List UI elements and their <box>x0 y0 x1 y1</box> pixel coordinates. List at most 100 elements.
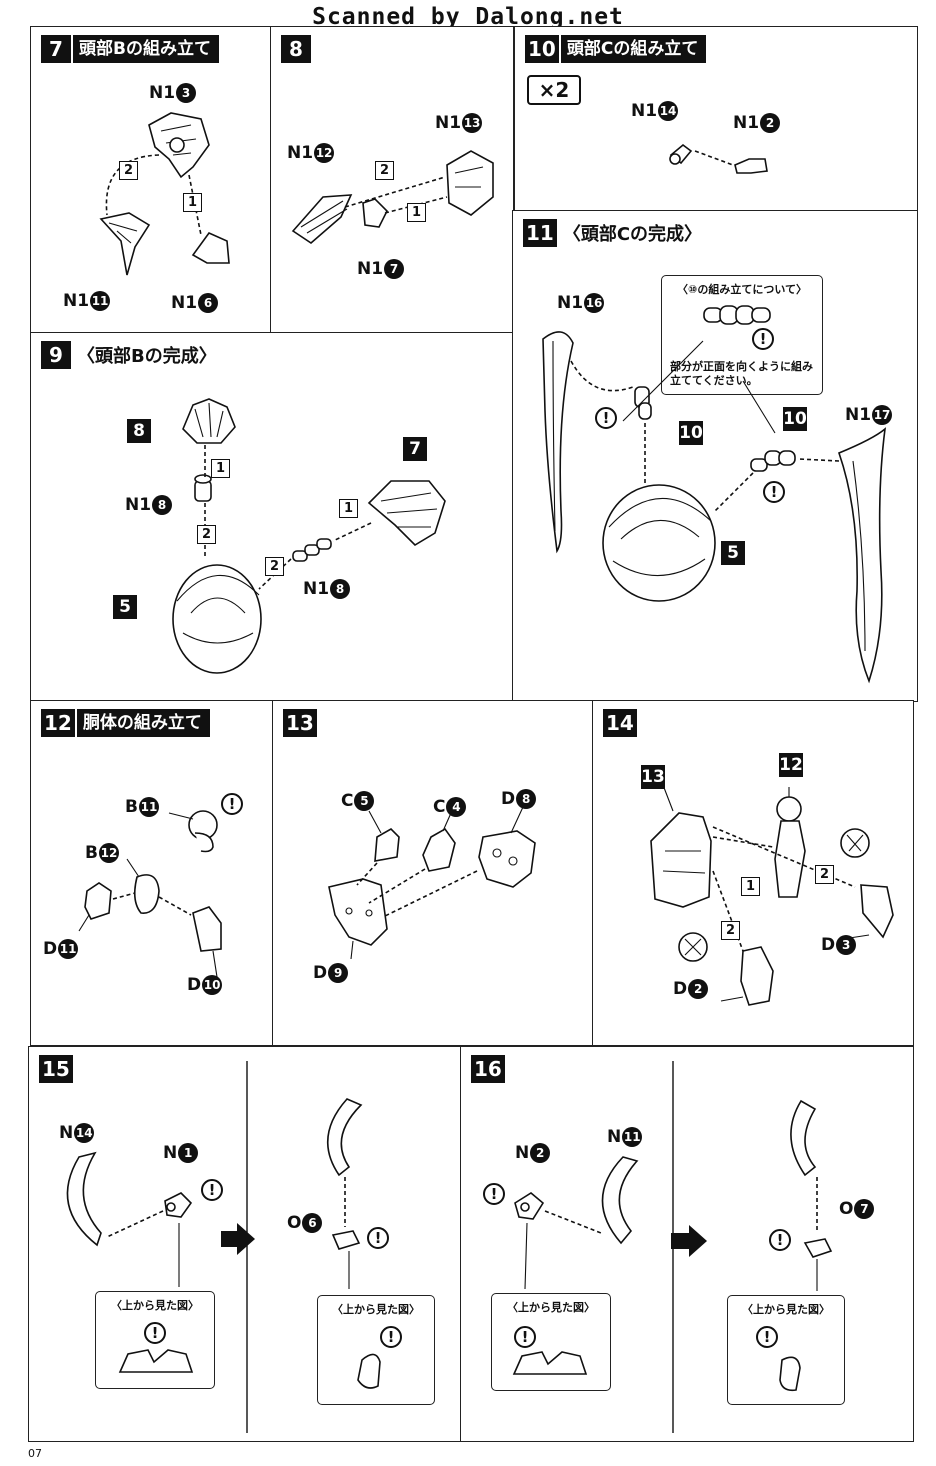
step-13-illustration <box>328 806 536 960</box>
caution-icon: ! <box>752 328 774 350</box>
step-header: 9 〈頭部Bの完成〉 <box>41 341 217 369</box>
reference-step: 13 <box>641 765 665 789</box>
order-mark: 2 <box>815 865 834 884</box>
top-view-label: 〈上から見た図〉 <box>111 1299 199 1312</box>
step-number: 7 <box>41 35 71 63</box>
step-number: 16 <box>471 1055 505 1083</box>
caution-icon: ! <box>144 1322 166 1344</box>
caution-icon: ! <box>769 1229 791 1251</box>
step-number: 15 <box>39 1055 73 1083</box>
order-mark: 2 <box>119 161 138 180</box>
caution-icon: ! <box>201 1179 223 1201</box>
callout-note: 部分が正面を向くように組み立ててください。 <box>670 360 813 387</box>
step-header: 15 <box>39 1055 73 1083</box>
order-mark: 1 <box>183 193 202 212</box>
step-15-illustration <box>66 1061 363 1433</box>
step-14-illustration <box>650 784 894 1006</box>
order-mark: 2 <box>197 525 216 544</box>
step-9-illustration <box>172 398 446 674</box>
step-10-illustration <box>669 143 768 174</box>
top-view-callout: 〈上から見た図〉 ! <box>491 1293 611 1391</box>
panel-step-11: 11 〈頭部Cの完成〉 〈⑩の組み立てについて〉 ! 部分が正面を向くように組み… <box>512 210 918 702</box>
top-view-callout: 〈上から見た図〉 ! <box>317 1295 435 1405</box>
step-title: 〈頭部Bの完成〉 <box>77 346 217 367</box>
reference-step: 5 <box>721 541 745 565</box>
reference-step: 8 <box>127 419 151 443</box>
step-header: 7 頭部Bの組み立て <box>41 35 219 63</box>
step-header: 13 <box>283 709 317 737</box>
top-view-label: 〈上から見た図〉 <box>742 1303 830 1316</box>
order-mark: 1 <box>407 203 426 222</box>
caution-icon: ! <box>756 1326 778 1348</box>
caution-icon: ! <box>595 407 617 429</box>
step-header: 8 <box>281 35 311 63</box>
step-title: 頭部Bの組み立て <box>73 35 219 63</box>
caution-icon: ! <box>483 1183 505 1205</box>
callout-title: 〈⑩の組み立てについて〉 <box>677 283 807 296</box>
watermark: Scanned by Dalong.net <box>312 4 624 30</box>
top-view-callout: 〈上から見た図〉 ! <box>727 1295 845 1405</box>
order-mark: 2 <box>265 557 284 576</box>
order-mark: 2 <box>375 161 394 180</box>
step-number: 10 <box>525 35 559 63</box>
step-number: 11 <box>523 219 557 247</box>
caution-icon: ! <box>514 1326 536 1348</box>
top-view-callout: 〈上から見た図〉 ! <box>95 1291 215 1389</box>
caution-icon: ! <box>221 793 243 815</box>
step-title: 〈頭部Cの完成〉 <box>562 224 703 245</box>
order-mark: 1 <box>741 877 760 896</box>
order-mark: 1 <box>211 459 230 478</box>
order-mark: 2 <box>721 921 740 940</box>
reference-step: 5 <box>113 595 137 619</box>
step-title: 頭部Cの組み立て <box>560 35 707 63</box>
step-header: 14 <box>603 709 637 737</box>
reference-step: 7 <box>403 437 427 461</box>
step-11-illustration <box>542 331 887 684</box>
order-mark: 1 <box>339 499 358 518</box>
step-header: 12 胴体の組み立て <box>41 709 210 737</box>
step-12-illustration <box>78 810 222 978</box>
top-view-label: 〈上から見た図〉 <box>332 1303 420 1316</box>
reference-step: 10 <box>783 407 807 431</box>
step-title: 胴体の組み立て <box>76 709 210 737</box>
step-number: 8 <box>281 35 311 63</box>
step-number: 13 <box>283 709 317 737</box>
step-number: 12 <box>41 709 75 737</box>
step-number: 14 <box>603 709 637 737</box>
callout-illustration <box>703 305 771 325</box>
top-view-label: 〈上から見た図〉 <box>507 1301 595 1314</box>
reference-step: 10 <box>679 421 703 445</box>
